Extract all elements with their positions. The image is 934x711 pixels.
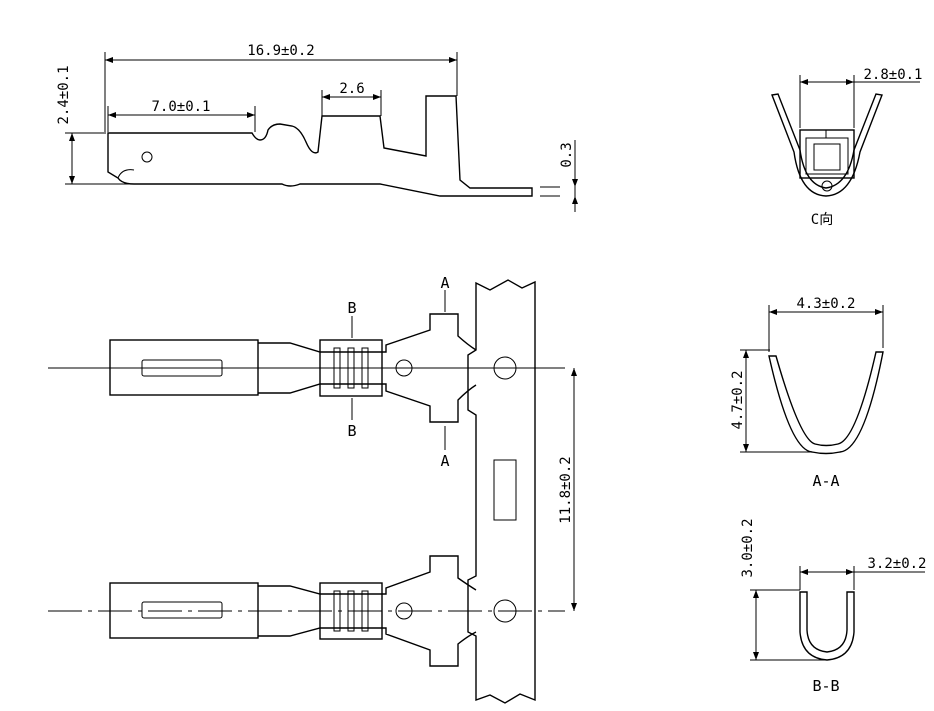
view-bb-label: B-B (812, 677, 839, 695)
dim-bb-width: 3.2±0.2 (867, 556, 926, 572)
plan-view: A A B B 11.8±0.2 (48, 274, 577, 704)
view-aa: 4.3±0.2 4.7±0.2 A-A (730, 296, 884, 490)
dim-c-width: 2.8±0.1 (863, 67, 922, 83)
strip-slot (493, 459, 517, 521)
side-view: 16.9±0.2 7.0±0.1 2.6 2.4±0.1 0.3 (56, 43, 578, 212)
dim-height: 2.4±0.1 (56, 65, 72, 124)
section-b-bottom: B (347, 422, 356, 440)
dim-pitch: 11.8±0.2 (558, 456, 574, 523)
view-bb: 3.2±0.2 3.0±0.2 B-B (740, 518, 927, 695)
section-a-bottom: A (440, 452, 449, 470)
dim-bb-height: 3.0±0.2 (740, 518, 756, 577)
dim-overall-length: 16.9±0.2 (247, 43, 314, 59)
view-c-label: C向 (811, 212, 833, 228)
dim-tab-width: 2.6 (339, 81, 364, 97)
dim-aa-height: 4.7±0.2 (730, 370, 746, 429)
dim-thickness: 0.3 (559, 142, 575, 167)
section-b-top: B (347, 299, 356, 317)
dim-aa-width: 4.3±0.2 (796, 296, 855, 312)
dim-crimp-length: 7.0±0.1 (151, 99, 210, 115)
section-a-top: A (440, 274, 449, 292)
view-c: 2.8±0.1 C向 (771, 67, 923, 228)
side-view-curl (117, 169, 135, 179)
view-aa-label: A-A (812, 472, 839, 490)
side-view-outline (107, 95, 533, 197)
side-view-hole (141, 151, 153, 163)
carrier-strip (467, 279, 536, 704)
